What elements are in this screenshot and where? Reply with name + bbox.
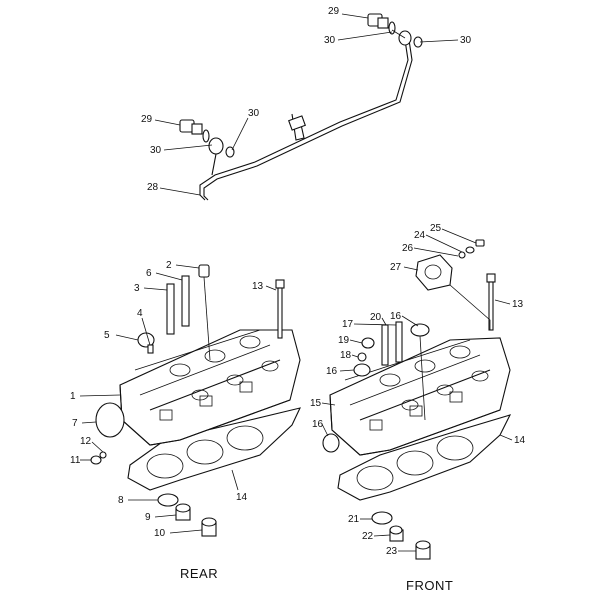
- leader-lines: [79, 13, 513, 552]
- callout-24: 24: [414, 230, 426, 241]
- callout-18: 18: [340, 350, 352, 361]
- callout-16: 16: [390, 311, 402, 322]
- callout-12: 12: [80, 436, 92, 447]
- callout-2: 2: [166, 260, 172, 271]
- callout-19: 19: [338, 335, 350, 346]
- callout-11: 11: [70, 455, 81, 466]
- callout-25: 25: [430, 223, 442, 234]
- callout-10: 10: [154, 528, 166, 539]
- callout-3: 3: [134, 283, 140, 294]
- callout-14: 14: [236, 492, 248, 503]
- view-label-front: FRONT: [406, 578, 453, 593]
- stud-pin: [181, 275, 190, 327]
- callout-23: 23: [386, 546, 398, 557]
- callout-20: 20: [370, 312, 382, 323]
- view-label-rear: REAR: [180, 566, 218, 581]
- callout-15: 15: [310, 398, 322, 409]
- callout-27: 27: [390, 262, 402, 273]
- plug: [198, 264, 210, 278]
- callout-9: 9: [145, 512, 151, 523]
- callout-26: 26: [402, 243, 414, 254]
- callout-7: 7: [72, 418, 78, 429]
- callout-labels: 29 30 30 29 30 30 28 2 6 3 13 4 5 1 7 12…: [70, 6, 526, 557]
- callout-28: 28: [147, 182, 159, 193]
- callout-16: 16: [326, 366, 338, 377]
- callout-29: 29: [328, 6, 340, 17]
- callout-17: 17: [342, 319, 354, 330]
- callout-6: 6: [146, 268, 152, 279]
- callout-4: 4: [137, 308, 143, 319]
- callout-5: 5: [104, 330, 110, 341]
- callout-30: 30: [324, 35, 336, 46]
- callout-13: 13: [252, 281, 264, 292]
- callout-13: 13: [512, 299, 524, 310]
- callout-14: 14: [514, 435, 526, 446]
- callout-22: 22: [362, 531, 374, 542]
- callout-29: 29: [141, 114, 153, 125]
- callout-30: 30: [460, 35, 472, 46]
- callout-30: 30: [150, 145, 162, 156]
- callout-1: 1: [70, 391, 76, 402]
- stud-pin: [166, 283, 175, 335]
- return-pipe-assembly: [179, 13, 423, 201]
- callout-21: 21: [348, 514, 360, 525]
- upper-banjo-bolt: [367, 13, 423, 48]
- callout-8: 8: [118, 495, 124, 506]
- front-cylinder-head: [322, 239, 512, 560]
- callout-16: 16: [312, 419, 324, 430]
- callout-30: 30: [248, 108, 260, 119]
